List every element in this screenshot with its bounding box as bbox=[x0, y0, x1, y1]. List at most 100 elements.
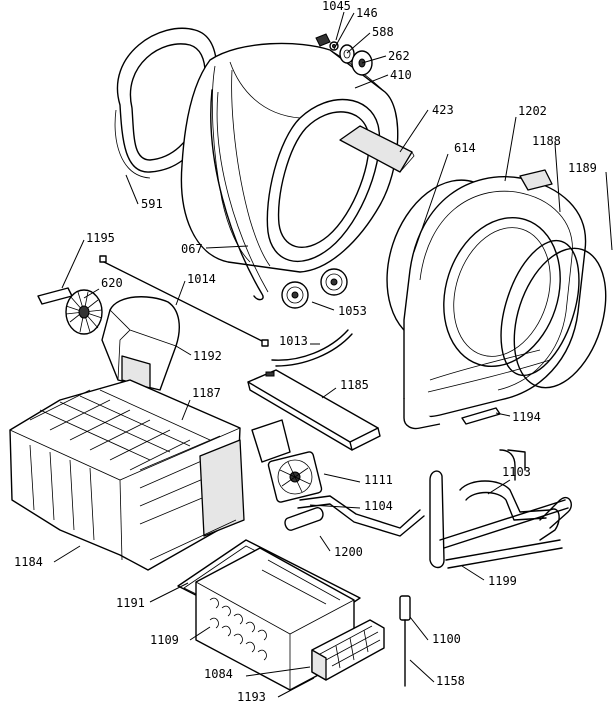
callout-410: 410 bbox=[354, 68, 412, 89]
callout-1104: 1104 bbox=[309, 499, 393, 513]
part-label-1185: 1185 bbox=[340, 378, 369, 392]
callout-1184: 1184 bbox=[14, 545, 81, 569]
leader-line-1188 bbox=[554, 143, 561, 213]
leader-line-1194 bbox=[495, 412, 511, 417]
callout-588: 588 bbox=[346, 25, 394, 54]
base-assembly-1184 bbox=[9, 379, 245, 571]
leader-line-1192 bbox=[175, 345, 192, 356]
callout-1084: 1084 bbox=[204, 666, 311, 681]
leader-line-591 bbox=[125, 174, 139, 205]
leader-line-1100 bbox=[409, 616, 429, 641]
leader-line-410 bbox=[354, 74, 389, 89]
leader-line-1045 bbox=[335, 11, 345, 41]
leader-line-1200 bbox=[319, 535, 331, 552]
part-label-1192: 1192 bbox=[193, 349, 222, 363]
callout-1193: 1193 bbox=[237, 677, 315, 704]
baffle-423 bbox=[339, 125, 415, 173]
hose-1199 bbox=[439, 499, 569, 569]
callout-layer: 1045 146 588 262 410 423 1202 1188 614 1189 591 119… bbox=[14, 0, 613, 704]
callout-1199: 1199 bbox=[461, 565, 517, 588]
leader-line-262 bbox=[361, 55, 387, 64]
callout-146: 146 bbox=[333, 6, 378, 50]
part-label-1200: 1200 bbox=[334, 545, 363, 559]
part-label-1103: 1103 bbox=[502, 465, 531, 479]
callout-591: 591 bbox=[125, 174, 163, 211]
fan-housing-1192 bbox=[101, 296, 180, 391]
sensor-1100 bbox=[399, 595, 411, 687]
callout-262: 262 bbox=[361, 49, 410, 64]
leader-line-1014 bbox=[175, 280, 186, 306]
part-label-1111: 1111 bbox=[364, 473, 393, 487]
part-label-1109: 1109 bbox=[150, 633, 179, 647]
callout-1109: 1109 bbox=[150, 626, 211, 647]
leader-line-1158 bbox=[409, 659, 435, 683]
leader-line-1084 bbox=[245, 666, 311, 677]
part-label-1084: 1084 bbox=[204, 667, 233, 681]
callout-1189: 1189 bbox=[568, 161, 613, 251]
hose-1103 bbox=[459, 449, 572, 541]
leader-line-1111 bbox=[323, 473, 361, 483]
callout-1185: 1185 bbox=[321, 378, 369, 399]
part-label-1199: 1199 bbox=[488, 574, 517, 588]
part-label-1014: 1014 bbox=[187, 272, 216, 286]
callout-1053: 1053 bbox=[311, 301, 367, 318]
leader-line-1191 bbox=[149, 582, 189, 603]
callout-1187: 1187 bbox=[181, 386, 221, 421]
callout-1192: 1192 bbox=[175, 345, 222, 363]
callout-1103: 1103 bbox=[487, 465, 531, 495]
front-bulkhead-1202 bbox=[386, 169, 607, 430]
part-label-591: 591 bbox=[141, 197, 163, 211]
leader-line-1053 bbox=[311, 301, 335, 311]
callout-1158: 1158 bbox=[409, 659, 465, 688]
part-label-1202: 1202 bbox=[518, 104, 547, 118]
leader-line-620 bbox=[83, 288, 100, 299]
leader-line-1104 bbox=[309, 504, 361, 509]
part-label-1045: 1045 bbox=[322, 0, 351, 13]
leader-line-1184 bbox=[53, 545, 81, 563]
part-label-1194: 1194 bbox=[512, 410, 541, 424]
wire-1014 bbox=[99, 255, 269, 347]
callout-1013: 1013 bbox=[279, 334, 320, 348]
drum-410 bbox=[180, 42, 399, 273]
leader-line-067 bbox=[205, 245, 249, 249]
part-label-588: 588 bbox=[372, 25, 394, 39]
leader-line-1195 bbox=[61, 239, 85, 289]
callout-1188: 1188 bbox=[532, 134, 561, 213]
leader-line-1109 bbox=[189, 626, 211, 641]
part-label-410: 410 bbox=[390, 68, 412, 82]
part-label-1104: 1104 bbox=[364, 499, 393, 513]
leader-line-1187 bbox=[181, 399, 191, 421]
leader-line-1185 bbox=[321, 387, 337, 399]
callout-620: 620 bbox=[83, 276, 123, 299]
callout-067: 067 bbox=[181, 242, 249, 256]
leader-line-1193 bbox=[277, 677, 315, 698]
callout-1014: 1014 bbox=[175, 272, 216, 306]
fan-1111 bbox=[251, 419, 323, 503]
strip-1194 bbox=[461, 407, 501, 425]
part-label-1191: 1191 bbox=[116, 596, 145, 610]
strip-1195 bbox=[37, 287, 73, 305]
leader-line-1202 bbox=[504, 116, 517, 182]
part-label-1184: 1184 bbox=[14, 555, 43, 569]
drum-rollers-1053 bbox=[281, 268, 348, 309]
callout-1195: 1195 bbox=[61, 231, 115, 289]
leader-line-1199 bbox=[461, 565, 485, 581]
callout-1111: 1111 bbox=[323, 473, 393, 487]
drive-belt-067 bbox=[210, 89, 269, 301]
part-label-1188: 1188 bbox=[532, 134, 561, 148]
part-label-1053: 1053 bbox=[338, 304, 367, 318]
leader-line-1189 bbox=[605, 171, 613, 251]
part-label-146: 146 bbox=[356, 6, 378, 20]
leader-line-614 bbox=[413, 153, 449, 253]
part-label-1193: 1193 bbox=[237, 690, 266, 704]
callout-1100: 1100 bbox=[409, 616, 461, 646]
part-label-1195: 1195 bbox=[86, 231, 115, 245]
part-label-1189: 1189 bbox=[568, 161, 597, 175]
callout-1045: 1045 bbox=[322, 0, 351, 41]
bracket-1013 bbox=[271, 329, 353, 367]
part-label-423: 423 bbox=[432, 103, 454, 117]
callout-614: 614 bbox=[413, 141, 476, 253]
cover-plate-1185 bbox=[247, 369, 381, 451]
part-label-067: 067 bbox=[181, 242, 203, 256]
